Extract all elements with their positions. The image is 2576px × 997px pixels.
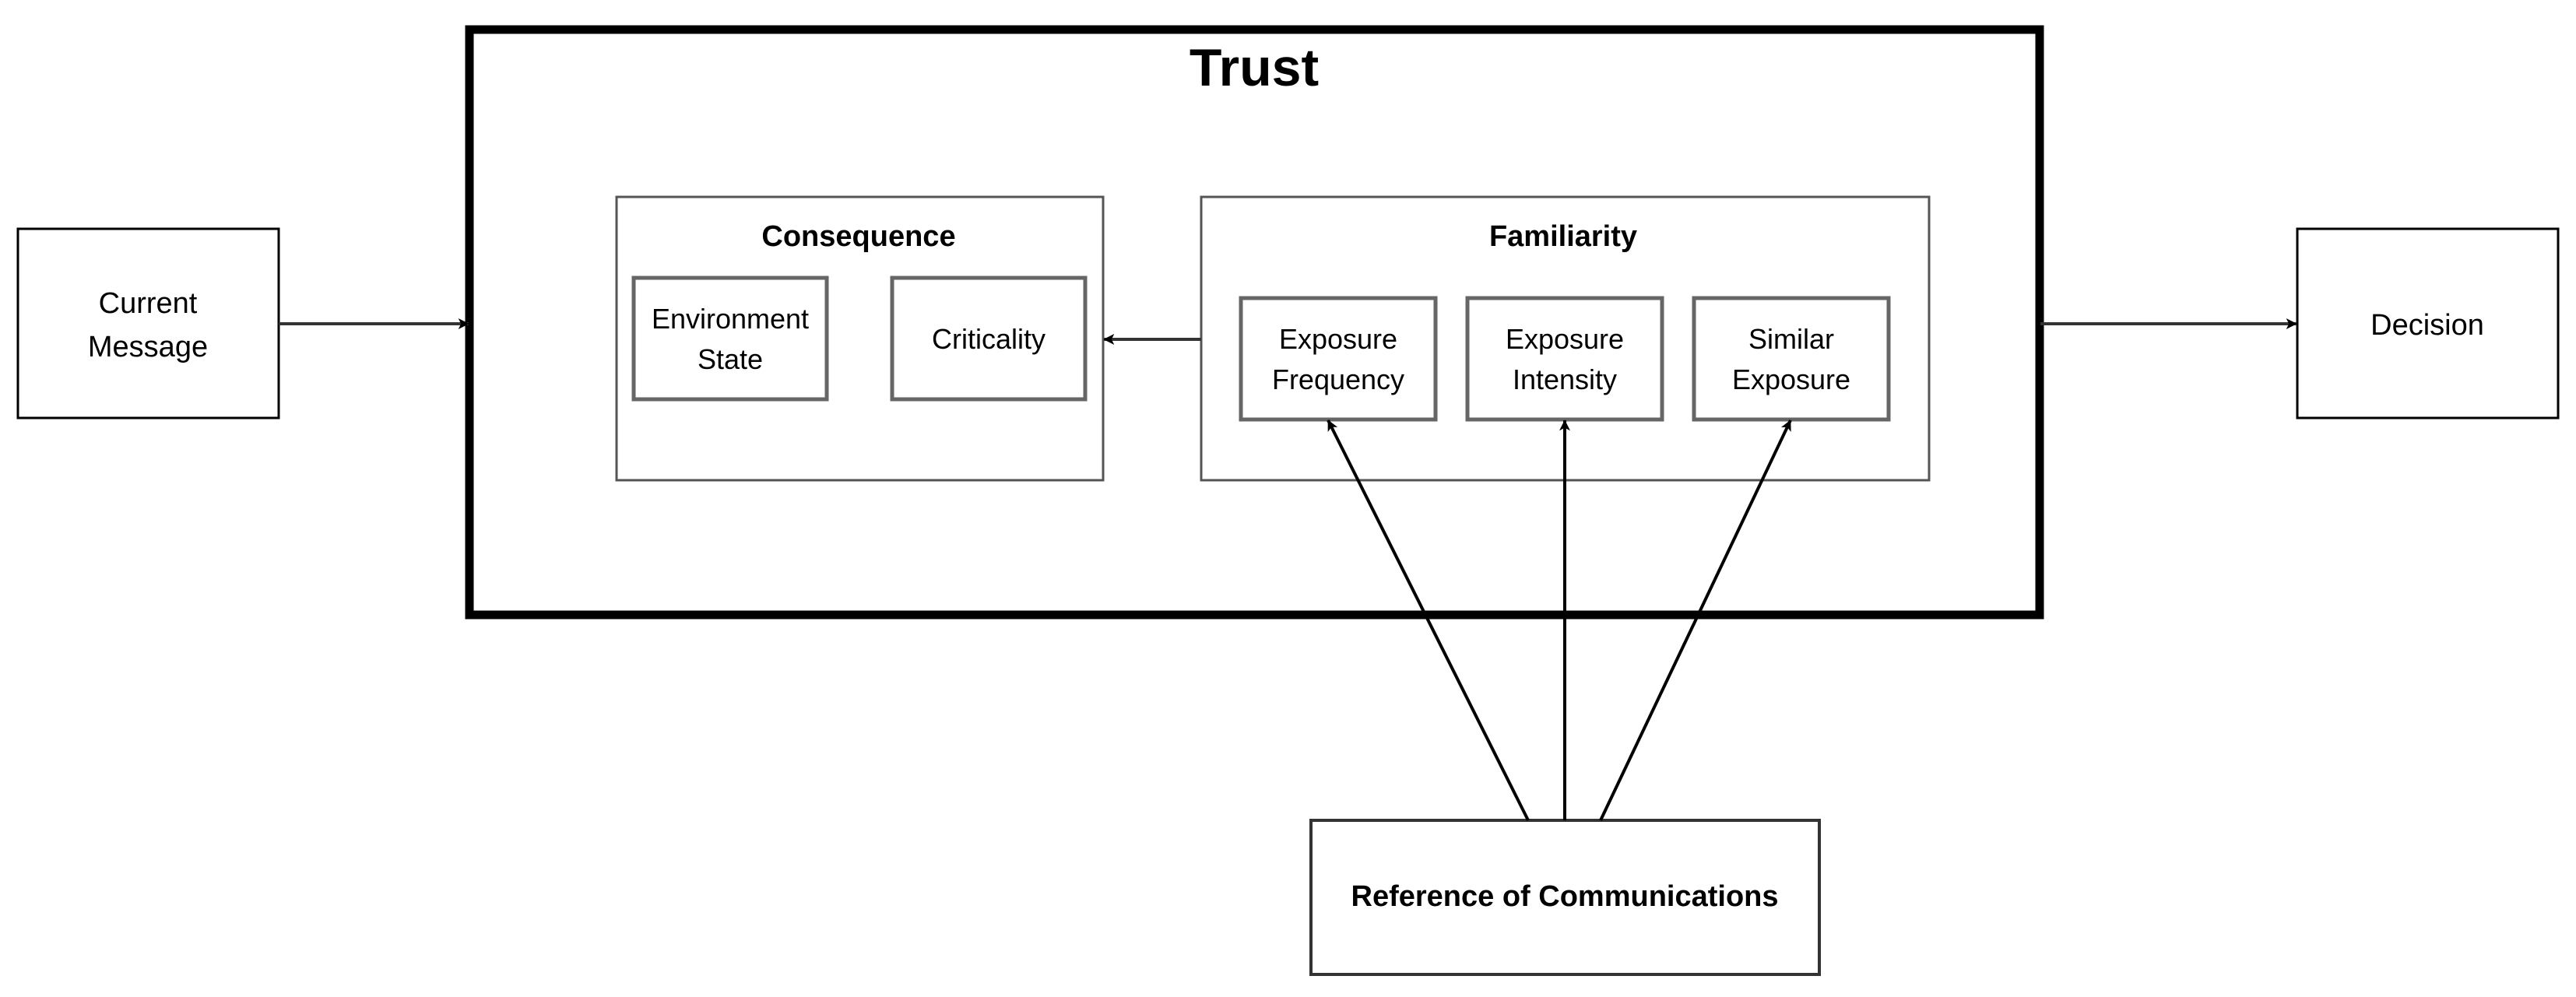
consequence-box: Consequence Environment State Criticalit…	[615, 195, 1105, 482]
similar-exposure-label-line2: Exposure	[1732, 363, 1850, 395]
reference-of-communications-box: Reference of Communications	[1309, 819, 1821, 976]
exposure-intensity-label-line2: Intensity	[1513, 363, 1617, 395]
current-message-label-line2: Message	[88, 331, 208, 363]
similar-exposure-box: Similar Exposure	[1692, 296, 1891, 422]
reference-of-communications-label: Reference of Communications	[1351, 880, 1779, 913]
criticality-box: Criticality	[890, 276, 1088, 402]
exposure-frequency-label-line1: Exposure	[1279, 323, 1397, 355]
consequence-title: Consequence	[761, 220, 955, 253]
decision-box: Decision	[2296, 227, 2560, 420]
current-message-label-line1: Current	[99, 287, 198, 320]
similar-exposure-label-line1: Similar	[1748, 323, 1834, 355]
exposure-intensity-box: Exposure Intensity	[1465, 296, 1664, 422]
decision-label: Decision	[2370, 309, 2484, 342]
exposure-frequency-box: Exposure Frequency	[1239, 296, 1438, 422]
exposure-intensity-label-line1: Exposure	[1506, 323, 1624, 355]
environment-state-label-line2: State	[698, 343, 763, 375]
environment-state-box: Environment State	[631, 276, 829, 402]
arrow-reference-to-similar-exposure	[1599, 420, 1792, 821]
familiarity-title: Familiarity	[1489, 220, 1637, 253]
exposure-frequency-label-line2: Frequency	[1272, 363, 1404, 395]
environment-state-label-line1: Environment	[652, 303, 809, 335]
criticality-label: Criticality	[932, 323, 1046, 355]
trust-title: Trust	[1190, 38, 1319, 97]
current-message-box: Current Message	[16, 227, 280, 420]
trust-box: Trust	[465, 25, 2044, 620]
arrow-reference-to-exposure-frequency	[1327, 420, 1530, 821]
familiarity-box: Familiarity Exposure Frequency Exposure …	[1200, 195, 1931, 482]
